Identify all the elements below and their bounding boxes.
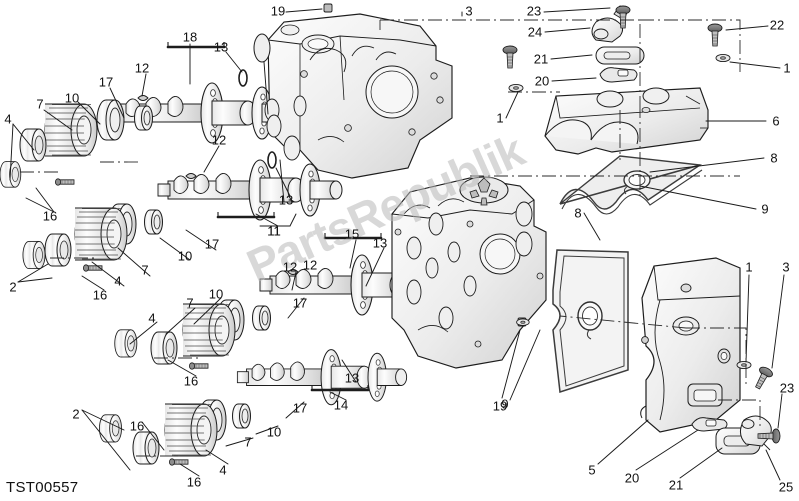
callout-10: 10 bbox=[64, 90, 80, 106]
callout-13: 13 bbox=[213, 39, 229, 55]
callout-leader-lines bbox=[9, 7, 785, 481]
gasket-20-lower bbox=[691, 417, 728, 432]
camshaft-assembly-lower bbox=[99, 349, 408, 466]
callout-11: 11 bbox=[267, 223, 281, 239]
assembly-axis-lines bbox=[20, 19, 761, 457]
callout-5: 5 bbox=[588, 462, 596, 478]
callout-12: 12 bbox=[282, 259, 298, 275]
callout-12: 12 bbox=[134, 60, 150, 76]
callout-16: 16 bbox=[92, 287, 108, 303]
washer-9-lower-left bbox=[516, 318, 530, 326]
callout-4: 4 bbox=[4, 111, 12, 127]
callout-9: 9 bbox=[501, 396, 509, 412]
cover-gasket-8-lower bbox=[552, 249, 629, 393]
callout-6: 6 bbox=[772, 113, 780, 129]
callout-22: 22 bbox=[769, 17, 785, 33]
cylinder-head-upper bbox=[253, 13, 453, 179]
callout-16: 16 bbox=[183, 373, 199, 389]
callout-19: 19 bbox=[270, 3, 286, 19]
bolt-22 bbox=[707, 23, 723, 47]
callout-7: 7 bbox=[244, 434, 252, 450]
callout-16: 16 bbox=[129, 418, 145, 434]
callout-21: 21 bbox=[533, 51, 549, 67]
callout-20: 20 bbox=[534, 73, 550, 89]
callout-18: 18 bbox=[182, 29, 198, 45]
callout-2: 2 bbox=[9, 279, 17, 295]
callout-8: 8 bbox=[770, 150, 778, 166]
head-cover-upper-6 bbox=[544, 87, 709, 155]
callout-14: 14 bbox=[333, 397, 349, 413]
callout-19: 19 bbox=[492, 398, 508, 414]
callout-9: 9 bbox=[761, 201, 769, 217]
callout-23: 23 bbox=[779, 380, 795, 396]
callout-21: 21 bbox=[668, 477, 684, 493]
callout-10: 10 bbox=[208, 286, 224, 302]
callout-17: 17 bbox=[98, 74, 114, 90]
callout-23: 23 bbox=[526, 3, 542, 19]
callout-4: 4 bbox=[148, 310, 156, 326]
cover-gasket-8-upper bbox=[559, 155, 703, 215]
callout-12: 12 bbox=[211, 132, 227, 148]
callout-3: 3 bbox=[465, 3, 473, 19]
callout-1: 1 bbox=[745, 259, 753, 275]
callout-12: 12 bbox=[302, 257, 318, 273]
washer-1-upper-left bbox=[508, 83, 524, 93]
callout-3: 3 bbox=[782, 259, 790, 275]
callout-1: 1 bbox=[783, 60, 791, 76]
callout-4: 4 bbox=[219, 462, 227, 478]
callout-8: 8 bbox=[574, 205, 582, 221]
callout-25: 25 bbox=[778, 479, 794, 495]
bolt-3-upper bbox=[502, 45, 518, 69]
gasket-20-upper bbox=[599, 67, 638, 83]
washer-1-upper-right bbox=[715, 53, 731, 63]
callout-17: 17 bbox=[204, 236, 220, 252]
callout-17: 17 bbox=[292, 295, 308, 311]
callout-24: 24 bbox=[527, 24, 543, 40]
cylinder-head-lower bbox=[391, 176, 547, 369]
callout-7: 7 bbox=[36, 96, 44, 112]
callout-13: 13 bbox=[344, 370, 360, 386]
callout-11: 11 bbox=[267, 223, 281, 239]
callout-2: 2 bbox=[72, 406, 80, 422]
callout-13: 13 bbox=[372, 235, 388, 251]
callout-10: 10 bbox=[266, 424, 282, 440]
callout-17: 17 bbox=[292, 400, 308, 416]
callout-20: 20 bbox=[624, 470, 640, 486]
bolt-3-lower-right bbox=[750, 364, 775, 392]
callout-15: 15 bbox=[344, 226, 360, 242]
callout-16: 16 bbox=[186, 474, 202, 490]
callout-13: 13 bbox=[278, 192, 294, 208]
callout-7: 7 bbox=[186, 295, 194, 311]
callout-16: 16 bbox=[42, 208, 58, 224]
stud-19-upper bbox=[323, 3, 333, 13]
callout-7: 7 bbox=[141, 262, 149, 278]
diagram-code: TST00557 bbox=[6, 479, 79, 496]
cap-21-upper bbox=[595, 46, 645, 65]
washer-1-lower-right bbox=[736, 360, 752, 370]
callout-4: 4 bbox=[114, 273, 122, 289]
head-cover-lower-5 bbox=[640, 257, 741, 433]
callout-10: 10 bbox=[177, 248, 193, 264]
callout-1: 1 bbox=[496, 110, 504, 126]
